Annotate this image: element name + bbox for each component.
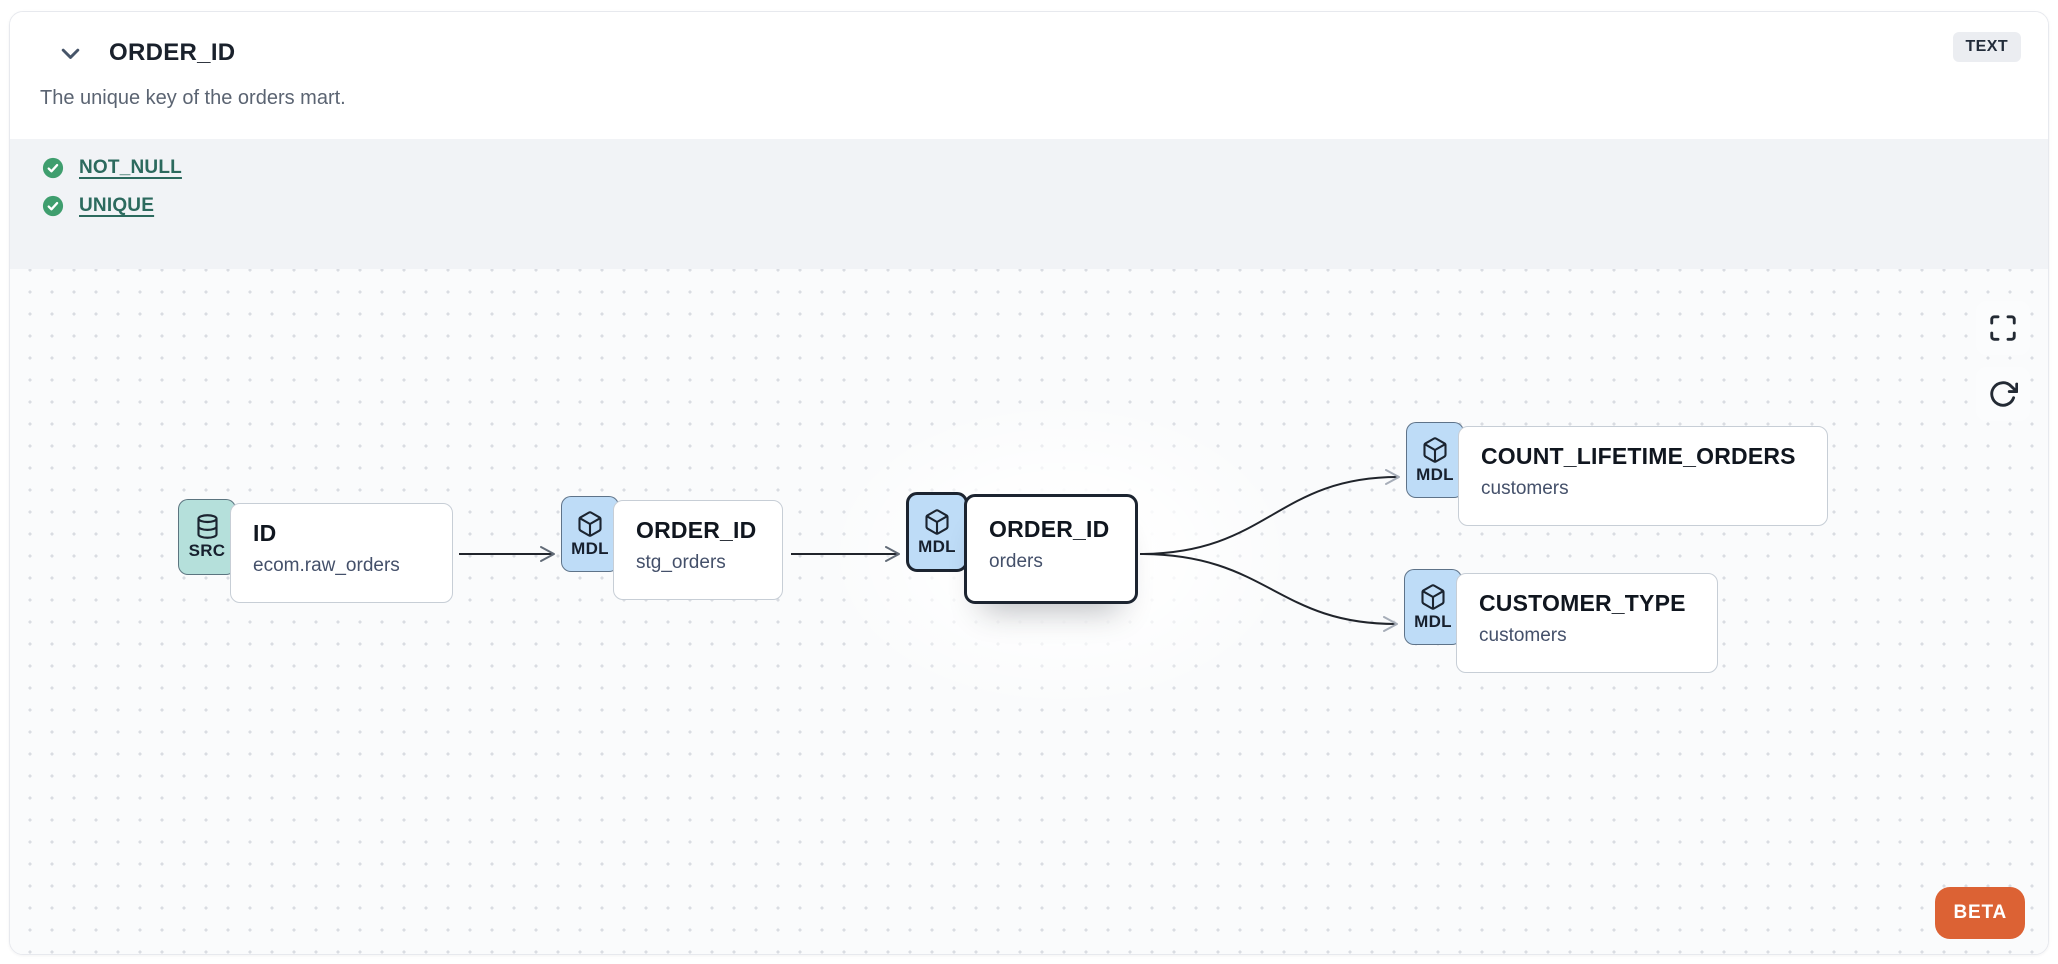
- node-kind-badge: MDL: [561, 496, 619, 572]
- test-link-not-null[interactable]: NOT_NULL: [79, 157, 182, 178]
- test-row-not-null: NOT_NULL: [42, 157, 2048, 179]
- lineage-canvas[interactable]: SRC ID ecom.raw_orders MDL ORDER_ID stg_…: [10, 269, 2048, 954]
- test-link-unique[interactable]: UNIQUE: [79, 195, 155, 216]
- refresh-button[interactable]: [1976, 367, 2030, 421]
- column-description: The unique key of the orders mart.: [40, 87, 346, 109]
- node-title: CUSTOMER_TYPE: [1479, 590, 1686, 616]
- node-kind-label: SRC: [188, 541, 226, 560]
- column-title: ORDER_ID: [109, 39, 236, 66]
- check-circle-icon: [42, 157, 64, 179]
- node-kind-badge: MDL: [906, 492, 968, 572]
- node-card: ORDER_ID stg_orders: [613, 500, 783, 600]
- beta-badge: BETA: [1935, 887, 2025, 939]
- cube-icon: [1421, 436, 1449, 464]
- lineage-node-stg-orders-order-id[interactable]: MDL ORDER_ID stg_orders: [561, 496, 783, 600]
- node-subtitle: customers: [1479, 625, 1567, 646]
- node-kind-label: MDL: [1416, 464, 1454, 484]
- node-subtitle: stg_orders: [636, 552, 726, 573]
- lineage-node-customers-customer-type[interactable]: MDL CUSTOMER_TYPE customers: [1404, 569, 1718, 673]
- test-row-unique: UNIQUE: [42, 195, 2048, 217]
- chevron-down-icon: [57, 40, 84, 67]
- node-title: ORDER_ID: [636, 517, 757, 543]
- cube-icon: [576, 510, 604, 538]
- title-row: ORDER_ID TEXT: [40, 32, 2022, 70]
- node-kind-label: MDL: [571, 538, 609, 558]
- panel-header: ORDER_ID TEXT The unique key of the orde…: [10, 12, 2048, 139]
- canvas-controls: [1976, 301, 2030, 421]
- node-subtitle: orders: [989, 551, 1043, 572]
- column-lineage-panel: ORDER_ID TEXT The unique key of the orde…: [9, 11, 2049, 955]
- cube-icon: [1419, 583, 1447, 611]
- node-kind-badge: SRC: [178, 499, 236, 575]
- node-kind-label: MDL: [918, 536, 956, 556]
- collapse-toggle-button[interactable]: [55, 38, 85, 68]
- database-icon: [194, 513, 221, 540]
- lineage-node-raw-orders-id[interactable]: SRC ID ecom.raw_orders: [178, 499, 453, 603]
- lineage-node-customers-count-lifetime-orders[interactable]: MDL COUNT_LIFETIME_ORDERS customers: [1406, 422, 1828, 526]
- node-subtitle: customers: [1481, 478, 1569, 499]
- cube-icon: [923, 508, 951, 536]
- tests-section: NOT_NULL UNIQUE: [10, 139, 2048, 269]
- check-circle-icon: [42, 195, 64, 217]
- node-title: ORDER_ID: [989, 516, 1110, 542]
- refresh-icon: [1988, 379, 2018, 409]
- node-title: COUNT_LIFETIME_ORDERS: [1481, 443, 1796, 469]
- node-kind-badge: MDL: [1404, 569, 1462, 645]
- fullscreen-button[interactable]: [1976, 301, 2030, 355]
- lineage-edges: [459, 469, 1400, 632]
- node-card: ORDER_ID orders: [964, 494, 1138, 604]
- lineage-node-orders-order-id-selected[interactable]: MDL ORDER_ID orders: [906, 492, 1138, 604]
- node-card: CUSTOMER_TYPE customers: [1456, 573, 1718, 673]
- fullscreen-icon: [1988, 313, 2018, 343]
- node-kind-badge: MDL: [1406, 422, 1464, 498]
- column-type-badge: TEXT: [1952, 32, 2021, 62]
- node-card: COUNT_LIFETIME_ORDERS customers: [1458, 426, 1828, 526]
- node-title: ID: [253, 520, 277, 546]
- node-kind-label: MDL: [1414, 611, 1452, 631]
- node-subtitle: ecom.raw_orders: [253, 555, 400, 576]
- node-card: ID ecom.raw_orders: [230, 503, 453, 603]
